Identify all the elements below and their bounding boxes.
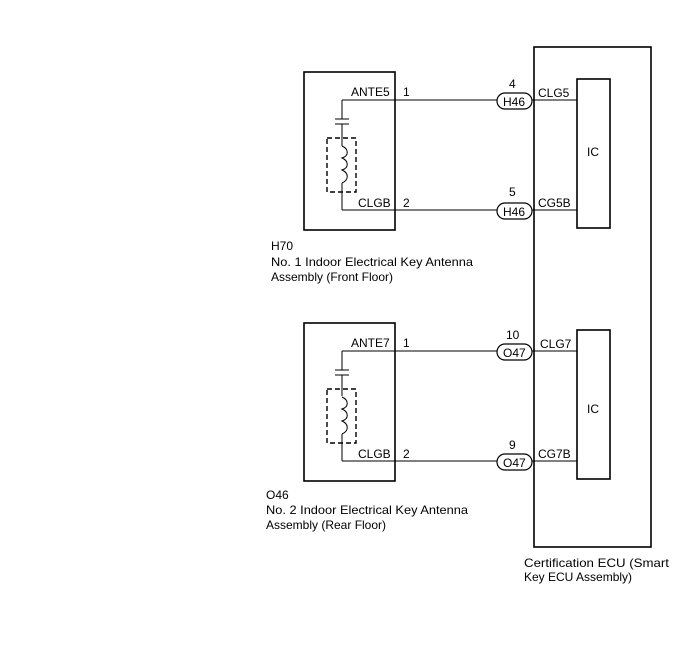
connector-h46-pin5 <box>496 202 533 220</box>
ecu-terminal-label: CLG7 <box>540 337 572 351</box>
ecu-name-line1: Certification ECU (Smart <box>524 556 670 570</box>
ic-block-1 <box>576 78 611 229</box>
antenna1-pin-bot-num: 2 <box>403 196 410 210</box>
ecu-terminal-label: CG7B <box>538 447 571 461</box>
ecu-pin-number: 10 <box>506 328 520 342</box>
ecu-name-line2: Key ECU Assembly) <box>524 570 632 584</box>
antenna2-name-line1: No. 2 Indoor Electrical Key Antenna <box>266 503 468 517</box>
connector-h46-pin4 <box>496 92 533 110</box>
antenna1-coil-symbol <box>340 145 348 184</box>
ic-label-2: IC <box>587 402 599 416</box>
antenna2-pin-top-label: ANTE7 <box>351 336 390 350</box>
antenna2-pin-top-num: 1 <box>403 336 410 350</box>
ecu-pin-number: 5 <box>509 185 516 199</box>
connector-label: H46 <box>503 95 525 109</box>
connector-label: O47 <box>503 456 526 470</box>
antenna2-pin-bot-label: CLGB <box>358 447 391 461</box>
ecu-terminal-label: CG5B <box>538 196 571 210</box>
antenna1-name-line1: No. 1 Indoor Electrical Key Antenna <box>271 255 473 269</box>
antenna2-code: O46 <box>266 488 289 502</box>
antenna2-coil-symbol <box>340 396 348 435</box>
ecu-pin-number: 9 <box>509 438 516 452</box>
antenna2-box <box>303 322 396 482</box>
connector-label: O47 <box>503 346 526 360</box>
connector-o47-pin9 <box>496 453 533 471</box>
antenna1-pin-top-num: 1 <box>403 85 410 99</box>
ic-label-1: IC <box>587 145 599 159</box>
antenna2-name-line2: Assembly (Rear Floor) <box>266 518 386 532</box>
antenna1-code: H70 <box>271 239 293 253</box>
antenna1-box <box>303 71 396 231</box>
connector-o47-pin10 <box>496 343 533 361</box>
antenna1-name-line2: Assembly (Front Floor) <box>271 270 393 284</box>
antenna2-pin-bot-num: 2 <box>403 447 410 461</box>
ecu-terminal-label: CLG5 <box>538 86 570 100</box>
antenna1-pin-top-label: ANTE5 <box>351 85 390 99</box>
connector-label: H46 <box>503 205 525 219</box>
antenna1-pin-bot-label: CLGB <box>358 196 391 210</box>
ic-block-2 <box>576 329 611 480</box>
ecu-pin-number: 4 <box>509 77 516 91</box>
